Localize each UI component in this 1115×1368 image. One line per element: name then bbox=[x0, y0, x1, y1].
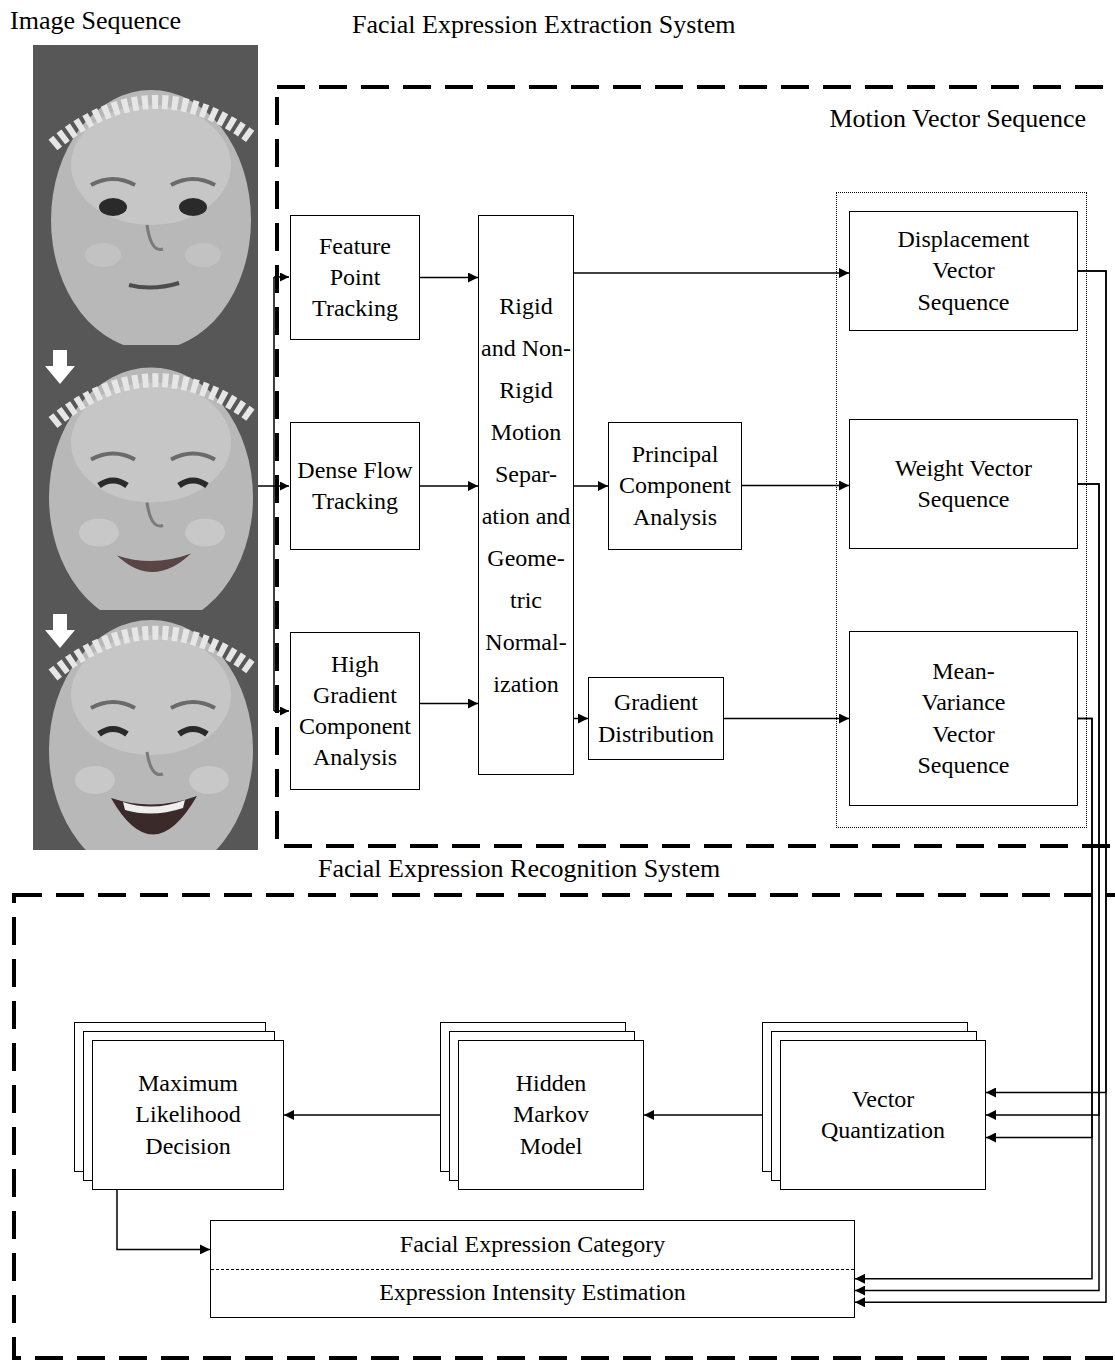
box-label: Feature Point Tracking bbox=[295, 231, 415, 325]
dashed-region: Facial Expression Extraction SystemFeatu… bbox=[275, 85, 1115, 848]
box-label: Rigid and Non-Rigid Motion Separ- ation … bbox=[481, 285, 571, 705]
process-box: Dense Flow Tracking bbox=[290, 422, 420, 550]
process-box: Gradient Distribution bbox=[588, 677, 724, 760]
box-label: Principal Component Analysis bbox=[613, 439, 737, 533]
face-photo bbox=[33, 45, 258, 880]
flow-arrow bbox=[284, 1114, 458, 1116]
box-label: Hidden Markov Model bbox=[496, 1068, 606, 1162]
flow-arrow bbox=[724, 718, 849, 720]
region-heading: Motion Vector Sequence bbox=[829, 103, 1086, 134]
box-label: Weight Vector Sequence bbox=[895, 453, 1032, 515]
sequence-arrow bbox=[45, 614, 75, 648]
box-label: Displacement Vector Sequence bbox=[895, 224, 1032, 318]
flow-arrow bbox=[420, 277, 478, 279]
box-label: Mean-Variance Vector Sequence bbox=[895, 656, 1032, 781]
band-divider bbox=[211, 1269, 854, 1270]
box-label: Facial Expression Category bbox=[211, 1221, 854, 1269]
box-label: Maximum Likelihood Decision bbox=[102, 1068, 274, 1162]
region-heading: Facial Expression Recognition System bbox=[318, 853, 720, 884]
region-heading: Facial Expression Extraction System bbox=[352, 9, 735, 40]
dashed-region: Facial Expression Recognition SystemMaxi… bbox=[12, 893, 1115, 1360]
caption-label: Image Sequence bbox=[10, 6, 181, 36]
flow-arrow bbox=[574, 485, 608, 487]
process-box: Rigid and Non-Rigid Motion Separ- ation … bbox=[478, 215, 574, 775]
stacked-box: Hidden Markov Model bbox=[458, 1040, 644, 1190]
output-band: Facial Expression CategoryExpression Int… bbox=[210, 1220, 855, 1318]
dotted-group: Motion Vector SequenceDisplacement Vecto… bbox=[836, 192, 1087, 828]
flow-arrow bbox=[574, 272, 849, 274]
box-label: Gradient Distribution bbox=[593, 687, 719, 749]
vector-box: Displacement Vector Sequence bbox=[849, 211, 1078, 331]
vector-box: Weight Vector Sequence bbox=[849, 419, 1078, 549]
process-box: Feature Point Tracking bbox=[290, 215, 420, 340]
box-label: Dense Flow Tracking bbox=[295, 455, 415, 517]
dashed-outline bbox=[277, 87, 1115, 846]
dashed-outline bbox=[14, 895, 1115, 1358]
flow-arrow bbox=[117, 1190, 210, 1249]
flow-arrow bbox=[574, 718, 588, 720]
box-label: Vector Quantization bbox=[816, 1084, 950, 1146]
flow-arrow bbox=[420, 703, 478, 705]
flow-arrow bbox=[644, 1114, 780, 1116]
stack-face bbox=[780, 1040, 986, 1190]
sequence-arrow bbox=[45, 350, 75, 384]
flow-arrow bbox=[420, 485, 478, 487]
process-box: Principal Component Analysis bbox=[608, 422, 742, 550]
process-box: High Gradient Component Analysis bbox=[290, 632, 420, 790]
input-arrows bbox=[258, 277, 289, 711]
stacked-box: Vector Quantization bbox=[780, 1040, 986, 1190]
box-label: Expression Intensity Estimation bbox=[211, 1269, 854, 1317]
flow-arrow bbox=[742, 485, 849, 487]
stacked-box: Maximum Likelihood Decision bbox=[92, 1040, 284, 1190]
vector-box: Mean-Variance Vector Sequence bbox=[849, 631, 1078, 806]
box-label: High Gradient Component Analysis bbox=[295, 649, 415, 774]
